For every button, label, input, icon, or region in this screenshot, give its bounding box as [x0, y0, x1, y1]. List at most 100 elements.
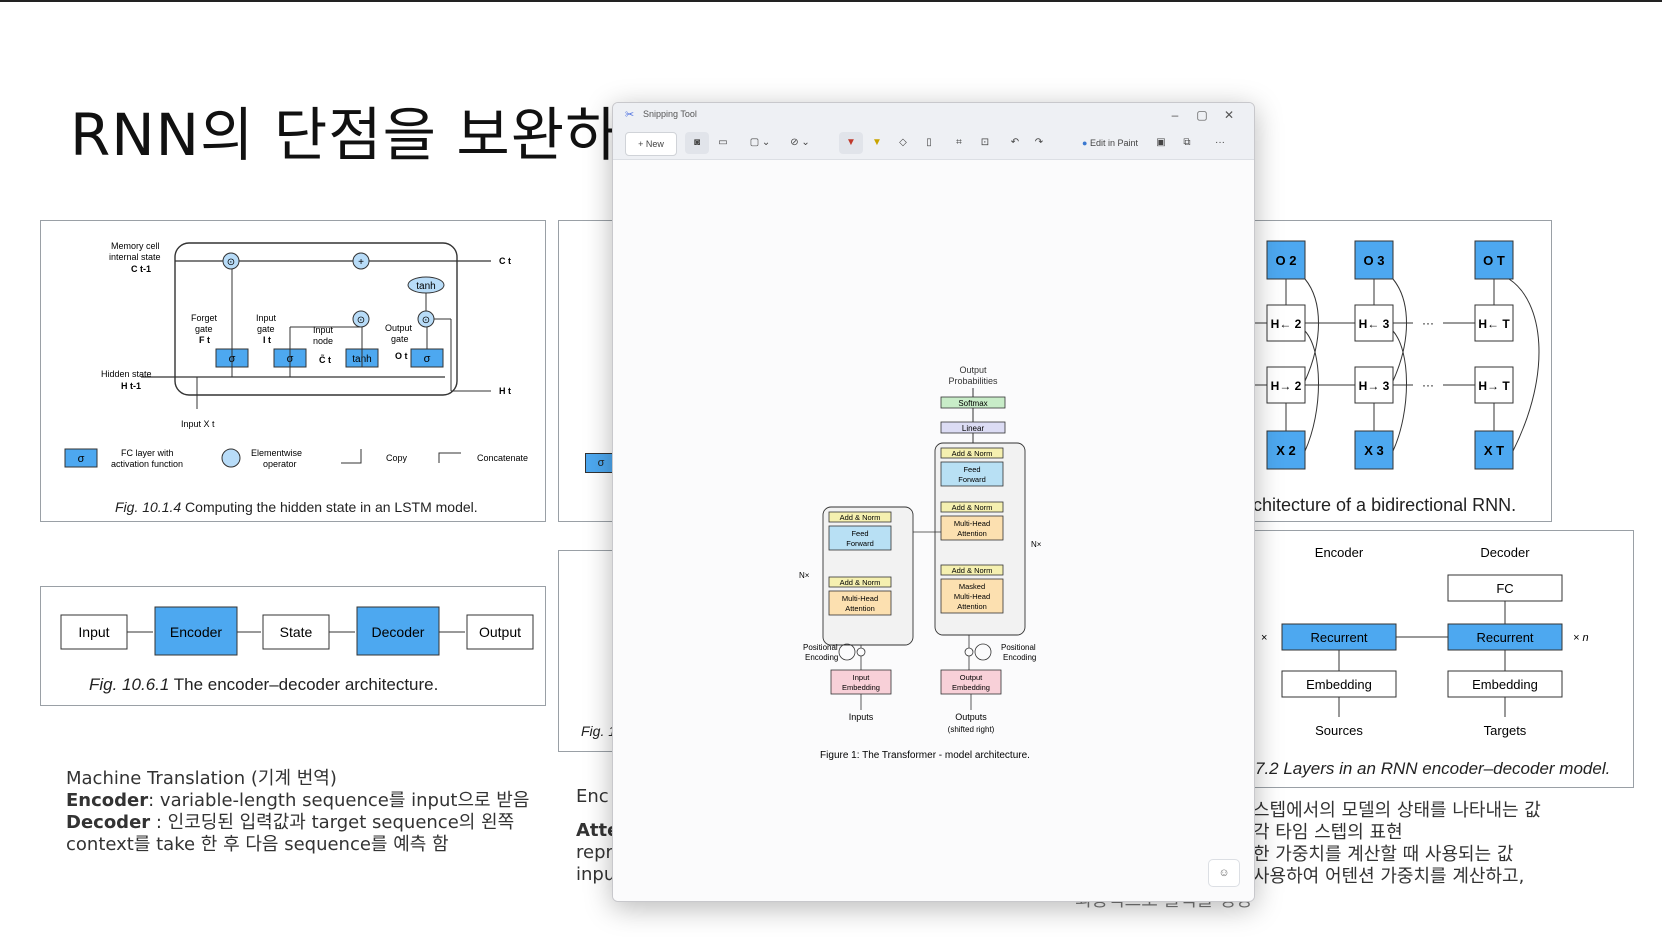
copy-icon[interactable]: ⧉ [1183, 137, 1191, 148]
svg-text:Output: Output [960, 673, 983, 682]
rnn-fc-box: FC [1496, 581, 1513, 596]
encdec-caption: Fig. 10.6.1 The encoder–decoder architec… [89, 675, 439, 694]
transformer-caption: Figure 1: The Transformer - model archit… [820, 750, 1030, 761]
rnn-decoder-embedding: Embedding [1472, 677, 1538, 692]
svg-text:H← 2: H← 2 [1271, 317, 1302, 331]
encoder-decoder-diagram: Input Encoder State Decoder Output [60, 606, 534, 656]
svg-text:X 3: X 3 [1364, 443, 1384, 458]
svg-text:H← 3: H← 3 [1359, 317, 1390, 331]
minimize-icon[interactable]: – [1171, 108, 1179, 122]
snip-feedback-icon[interactable]: ☺ [1208, 859, 1240, 887]
slide-title: RNN의 단점을 보완하 [70, 101, 620, 169]
save-icon[interactable]: ▣ [1156, 137, 1166, 148]
svg-text:Forget: Forget [191, 313, 218, 323]
ruler-icon[interactable]: ▯ [926, 137, 932, 148]
svg-text:Add & Norm: Add & Norm [840, 513, 881, 522]
undo-icon[interactable]: ↶ [1010, 137, 1020, 148]
partial-figure-card-bottom: Fig. 1 [558, 550, 620, 752]
tanh-label: tanh [416, 281, 435, 292]
svg-text:O t: O t [395, 351, 408, 361]
svg-text:Forward: Forward [958, 475, 986, 484]
svg-text:σ: σ [424, 353, 431, 365]
svg-text:Copy: Copy [386, 453, 408, 463]
encdec-state-box: State [280, 624, 313, 640]
screenshot-mode-icon[interactable]: ◙ [685, 132, 709, 154]
svg-text:gate: gate [257, 324, 275, 334]
notes-left: Machine Translation (기계 번역) Encoder: var… [66, 768, 530, 855]
encdec-encoder-box: Encoder [170, 624, 222, 640]
redo-icon[interactable]: ↷ [1034, 137, 1044, 148]
svg-text:FC layer with: FC layer with [121, 448, 174, 458]
snipping-tool-window[interactable]: ✂ Snipping Tool – ▢ ✕ + New ◙ ▭ ▢ ⌄ ⊘ ⌄ … [612, 102, 1255, 902]
svg-text:Embedding: Embedding [842, 683, 880, 692]
svg-text:Linear: Linear [962, 424, 985, 433]
svg-text:Input: Input [313, 325, 334, 335]
video-mode-icon[interactable]: ▭ [718, 137, 728, 148]
paint-icon: ● [1082, 138, 1088, 148]
eraser-icon[interactable]: ◇ [899, 137, 907, 148]
maximize-icon[interactable]: ▢ [1196, 108, 1208, 122]
svg-text:Sources: Sources [1315, 723, 1363, 738]
svg-text:Input: Input [853, 673, 871, 682]
svg-text:H→ 2: H→ 2 [1271, 379, 1302, 393]
pen-icon[interactable]: ▼ [839, 132, 863, 154]
svg-text:Targets: Targets [1484, 723, 1527, 738]
svg-text:O 3: O 3 [1364, 253, 1385, 268]
svg-text:X 2: X 2 [1276, 443, 1296, 458]
birnn-caption: chitecture of a bidirectional RNN. [1253, 495, 1517, 515]
svg-text:Memory cell: Memory cell [111, 241, 160, 251]
svg-text:activation function: activation function [111, 459, 183, 469]
svg-text:O T: O T [1483, 253, 1505, 268]
svg-text:Outputs: Outputs [955, 712, 987, 722]
svg-text:⊙: ⊙ [422, 315, 430, 326]
svg-text:internal state: internal state [109, 252, 161, 262]
svg-text:Decoder: Decoder [1480, 545, 1530, 560]
svg-text:O 2: O 2 [1276, 253, 1297, 268]
svg-text:Feed: Feed [851, 529, 868, 538]
crop-icon[interactable]: ⌗ [956, 137, 962, 148]
svg-text:Multi-Head: Multi-Head [842, 594, 878, 603]
rnn-encoder-recurrent: Recurrent [1310, 630, 1367, 645]
svg-text:node: node [313, 336, 333, 346]
lstm-figure-card: ⊙ + tanh ⊙ ⊙ σ σ tanh σ Memory cell inte… [40, 220, 546, 522]
svg-text:Multi-Head: Multi-Head [954, 592, 990, 601]
svg-text:C t: C t [499, 256, 511, 266]
svg-text:Add & Norm: Add & Norm [952, 503, 993, 512]
svg-text:Probabilities: Probabilities [948, 376, 998, 386]
svg-text:Concatenate: Concatenate [477, 453, 528, 463]
svg-text:Attention: Attention [957, 602, 987, 611]
svg-text:F t: F t [199, 335, 210, 345]
svg-text:×: × [1261, 632, 1267, 644]
highlighter-icon[interactable]: ▼ [872, 137, 882, 148]
text-actions-icon[interactable]: ⊡ [980, 137, 990, 148]
birnn-diagram: O 2 O 3 O T H← 2 H← 3 H← T H→ 2 H→ 3 H→ … [1253, 240, 1540, 470]
svg-text:Feed: Feed [963, 465, 980, 474]
svg-text:H→ 3: H→ 3 [1359, 379, 1390, 393]
rnn-decoder-recurrent: Recurrent [1476, 630, 1533, 645]
more-options-icon[interactable]: ··· [1215, 137, 1225, 148]
notes-right: 스텝에서의 모델의 상태를 나타내는 값 각 타임 스텝의 표현 한 가중치를 … [1253, 800, 1541, 887]
rnn-encdec-diagram: Encoder Decoder FC Recurrent Recurrent E… [1261, 545, 1589, 738]
svg-text:Add & Norm: Add & Norm [952, 566, 993, 575]
edit-in-paint-button[interactable]: ● Edit in Paint [1082, 138, 1138, 148]
snip-titlebar[interactable]: ✂ Snipping Tool – ▢ ✕ [613, 103, 1254, 127]
svg-text:Inputs: Inputs [849, 712, 874, 722]
partial-fig-caption: Fig. 1 [581, 723, 617, 739]
svg-text:⊙: ⊙ [227, 257, 235, 268]
svg-text:gate: gate [195, 324, 213, 334]
svg-text:σ: σ [78, 453, 85, 465]
encoder-decoder-card: Input Encoder State Decoder Output Fig. … [40, 586, 546, 706]
svg-text:X T: X T [1484, 443, 1504, 458]
svg-text:Embedding: Embedding [952, 683, 990, 692]
svg-text:× n: × n [1573, 632, 1589, 644]
close-icon[interactable]: ✕ [1223, 108, 1235, 122]
svg-text:C̃ t: C̃ t [319, 354, 331, 365]
top-border-line [0, 0, 1662, 2]
svg-text:Add & Norm: Add & Norm [952, 449, 993, 458]
snipping-tool-app-icon: ✂ [625, 109, 635, 121]
svg-text:Encoding: Encoding [1003, 653, 1036, 662]
encdec-decoder-box: Decoder [372, 624, 425, 640]
snip-shape-dropdown-icon[interactable]: ▢ ⌄ [749, 137, 771, 148]
delay-dropdown-icon[interactable]: ⊘ ⌄ [790, 137, 810, 148]
new-snip-button[interactable]: + New [625, 132, 677, 156]
